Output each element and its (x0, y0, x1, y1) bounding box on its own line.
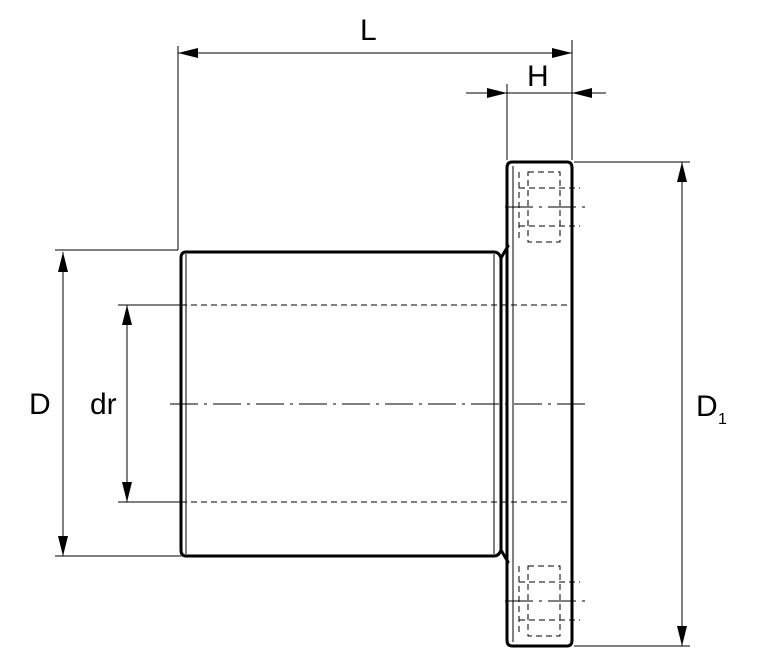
label-H: H (527, 60, 549, 93)
hidden-bore-lines (181, 304, 572, 503)
dimension-dr: dr (90, 304, 181, 503)
label-D1: D (696, 390, 718, 423)
dimension-D: D (29, 252, 181, 557)
top-mounting-hole (505, 171, 585, 243)
dimension-H: H (466, 60, 606, 160)
bottom-mounting-hole (505, 565, 585, 637)
label-dr: dr (90, 388, 117, 421)
dimension-D1: D 1 (574, 161, 727, 647)
label-D: D (29, 388, 51, 421)
dimension-L: L (55, 14, 573, 251)
bushing-flange (505, 160, 574, 648)
label-D1-subscript: 1 (718, 411, 727, 428)
label-L: L (360, 14, 377, 47)
